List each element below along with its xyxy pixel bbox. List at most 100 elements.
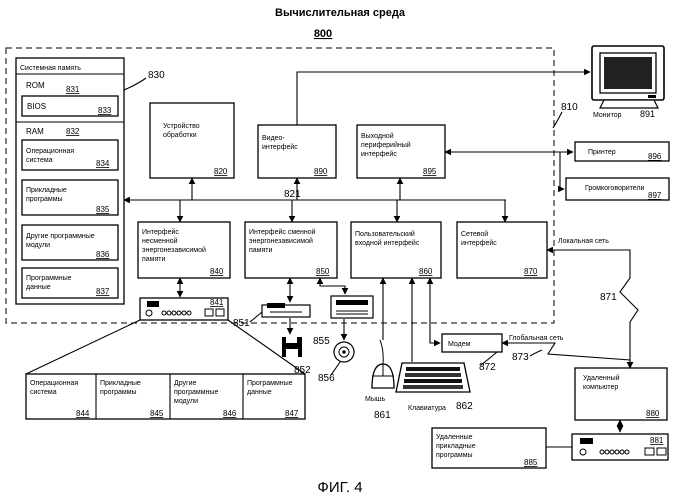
figure-caption: ФИГ. 4	[317, 479, 362, 496]
stored-apps-line1: Прикладные	[100, 380, 141, 387]
stored-data-line1: Программные	[247, 380, 293, 387]
removable-line2: энергонезависимой	[249, 237, 313, 245]
ram-data-number: 837	[96, 287, 110, 296]
user-input-number: 860	[419, 267, 433, 276]
stored-data-number: 847	[285, 409, 299, 418]
nonremovable-line4: памяти	[142, 256, 165, 263]
drive-ref: 851	[233, 318, 250, 329]
floppy-disk-icon	[282, 337, 302, 357]
stored-os-line2: система	[30, 389, 57, 396]
stored-other-number: 846	[223, 409, 237, 418]
cd-drive-ref: 855	[313, 336, 330, 347]
bios-label: BIOS	[27, 102, 46, 111]
user-input-line2: входной интерфейс	[355, 239, 420, 247]
mouse-icon	[372, 340, 394, 388]
stored-os-number: 844	[76, 409, 90, 418]
drive-leader	[250, 312, 262, 322]
cd-disc-icon	[334, 342, 354, 362]
hard-disk-number: 841	[210, 298, 224, 307]
monitor-number: 891	[640, 109, 655, 119]
video-number: 890	[314, 167, 328, 176]
output-periph-line3: интерфейс	[361, 150, 397, 158]
ram-label: RAM	[26, 127, 44, 136]
monitor-label: Монитор	[593, 112, 622, 119]
system-memory: Системная память ROM 831 BIOS 833 RAM 83…	[16, 58, 124, 304]
link-video-monitor	[297, 72, 590, 125]
ram-apps-line1: Прикладные	[26, 187, 67, 194]
network-number: 870	[524, 267, 538, 276]
keyboard-label: Клавиатура	[408, 405, 446, 412]
remote-apps-line2: прикладные	[436, 443, 476, 450]
speakers-number: 897	[648, 191, 662, 200]
ram-other-line1: Другие программные	[26, 233, 95, 240]
output-periph-line2: периферийный	[361, 141, 411, 149]
rom-label: ROM	[26, 81, 45, 90]
stored-data-line2: данные	[247, 389, 272, 396]
stored-apps-line2: программы	[100, 389, 137, 396]
ram-number: 832	[66, 127, 80, 136]
link-user-input-modem	[430, 278, 440, 343]
link-removable-cd	[320, 278, 345, 294]
video-line1: Видео-	[262, 135, 285, 142]
cd-drive-icon	[331, 296, 373, 318]
ram-data-line1: Программные	[26, 275, 72, 282]
remote-hdd-number: 881	[650, 436, 664, 445]
bus-number: 821	[284, 189, 301, 200]
user-input-line1: Пользовательский	[355, 230, 415, 238]
remote-line2: компьютер	[583, 384, 618, 391]
nonremovable-number: 840	[210, 267, 224, 276]
output-periph-line1: Выходной	[361, 132, 394, 140]
video-line2: интерфейс	[262, 143, 298, 151]
nonremovable-line3: энергонезависимой	[142, 246, 206, 254]
cd-leader	[331, 362, 340, 375]
speakers-label: Громкоговорители	[585, 185, 645, 192]
modem-label: Модем	[448, 341, 471, 348]
processor-line2: обработки	[163, 131, 197, 139]
diagram-title: Вычислительная среда	[275, 7, 406, 19]
printer-label: Принтер	[588, 149, 616, 156]
rom-number: 831	[66, 85, 80, 94]
ram-data-line2: данные	[26, 284, 51, 291]
output-periph-number: 895	[423, 167, 437, 176]
ram-apps-line2: программы	[26, 196, 63, 203]
monitor-icon	[592, 46, 664, 108]
stored-other-line2: программные	[174, 389, 218, 396]
keyboard-number: 862	[456, 401, 473, 412]
processor-line1: Устройство	[163, 122, 200, 130]
floppy-drive-icon	[262, 303, 310, 317]
mouse-number: 861	[374, 410, 391, 421]
system-memory-number: 830	[148, 70, 165, 81]
remote-apps-line3: программы	[436, 452, 473, 459]
cd-ref: 856	[318, 373, 335, 384]
stored-programs-row: Операционная система 844 Прикладные прог…	[26, 374, 305, 419]
stored-other-line3: модули	[174, 398, 198, 405]
computer-number: 810	[561, 102, 578, 113]
ram-os-line2: система	[26, 157, 53, 164]
wan-leader	[530, 350, 542, 356]
remote-apps-number: 885	[524, 458, 538, 467]
system-memory-leader	[124, 78, 146, 90]
lan-label: Локальная сеть	[558, 238, 609, 245]
lan-number: 871	[600, 292, 617, 303]
nonremovable-line1: Интерфейс	[142, 228, 179, 236]
removable-line3: памяти	[249, 247, 272, 254]
bios-number: 833	[98, 106, 112, 115]
modem-number: 872	[479, 362, 496, 373]
remote-line1: Удаленный	[583, 374, 620, 382]
link-output-speakers	[560, 152, 564, 189]
remote-number: 880	[646, 409, 660, 418]
removable-line1: Интерфейс сменной	[249, 228, 316, 236]
hdd-fan-left	[26, 320, 140, 374]
stored-other-line1: Другие	[174, 380, 197, 387]
remote-apps-line1: Удаленные	[436, 434, 473, 441]
wan-label: Глобальная сеть	[509, 334, 564, 342]
processor-number: 820	[214, 167, 228, 176]
ram-apps-number: 835	[96, 205, 110, 214]
ram-other-line2: модули	[26, 242, 50, 249]
keyboard-icon	[396, 363, 470, 392]
system-memory-label: Системная память	[20, 65, 81, 72]
environment-number: 800	[314, 28, 332, 40]
network-line2: интерфейс	[461, 239, 497, 247]
network-line1: Сетевой	[461, 230, 488, 238]
